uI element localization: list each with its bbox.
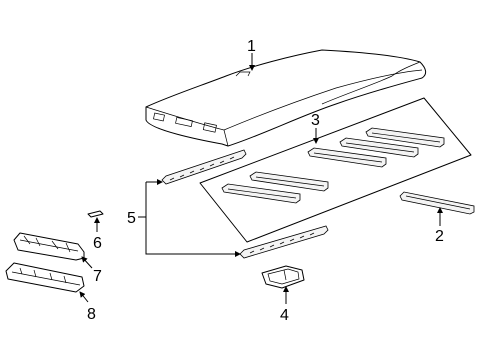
callout-6: 6 [93,235,102,252]
rear-header-reinforcement [5,262,85,293]
roof-panel [145,49,427,147]
leader-5-lower [145,182,241,257]
headliner-panel [199,97,472,243]
leader-8 [79,291,89,303]
callout-1: 1 [247,38,256,55]
callout-4: 4 [280,307,289,324]
leader-lines [79,53,443,304]
headliner-bow [307,147,387,168]
roof-bow [399,191,475,215]
retainer-clip [87,210,104,218]
headliner-bow [249,171,329,192]
leader-7 [81,256,93,269]
callout-2: 2 [435,228,444,245]
callout-7: 7 [93,268,102,285]
callout-5: 5 [127,210,136,227]
headliner-bow [339,137,419,158]
headliner-bow [365,127,445,148]
callout-8: 8 [87,306,96,323]
roof-rail-lower [239,225,329,259]
headliner-bow [221,183,301,204]
front-header-reinforcement [13,232,85,261]
callout-3: 3 [311,112,320,129]
roof-rail-upper [161,149,247,185]
roof-bracket [261,265,305,289]
